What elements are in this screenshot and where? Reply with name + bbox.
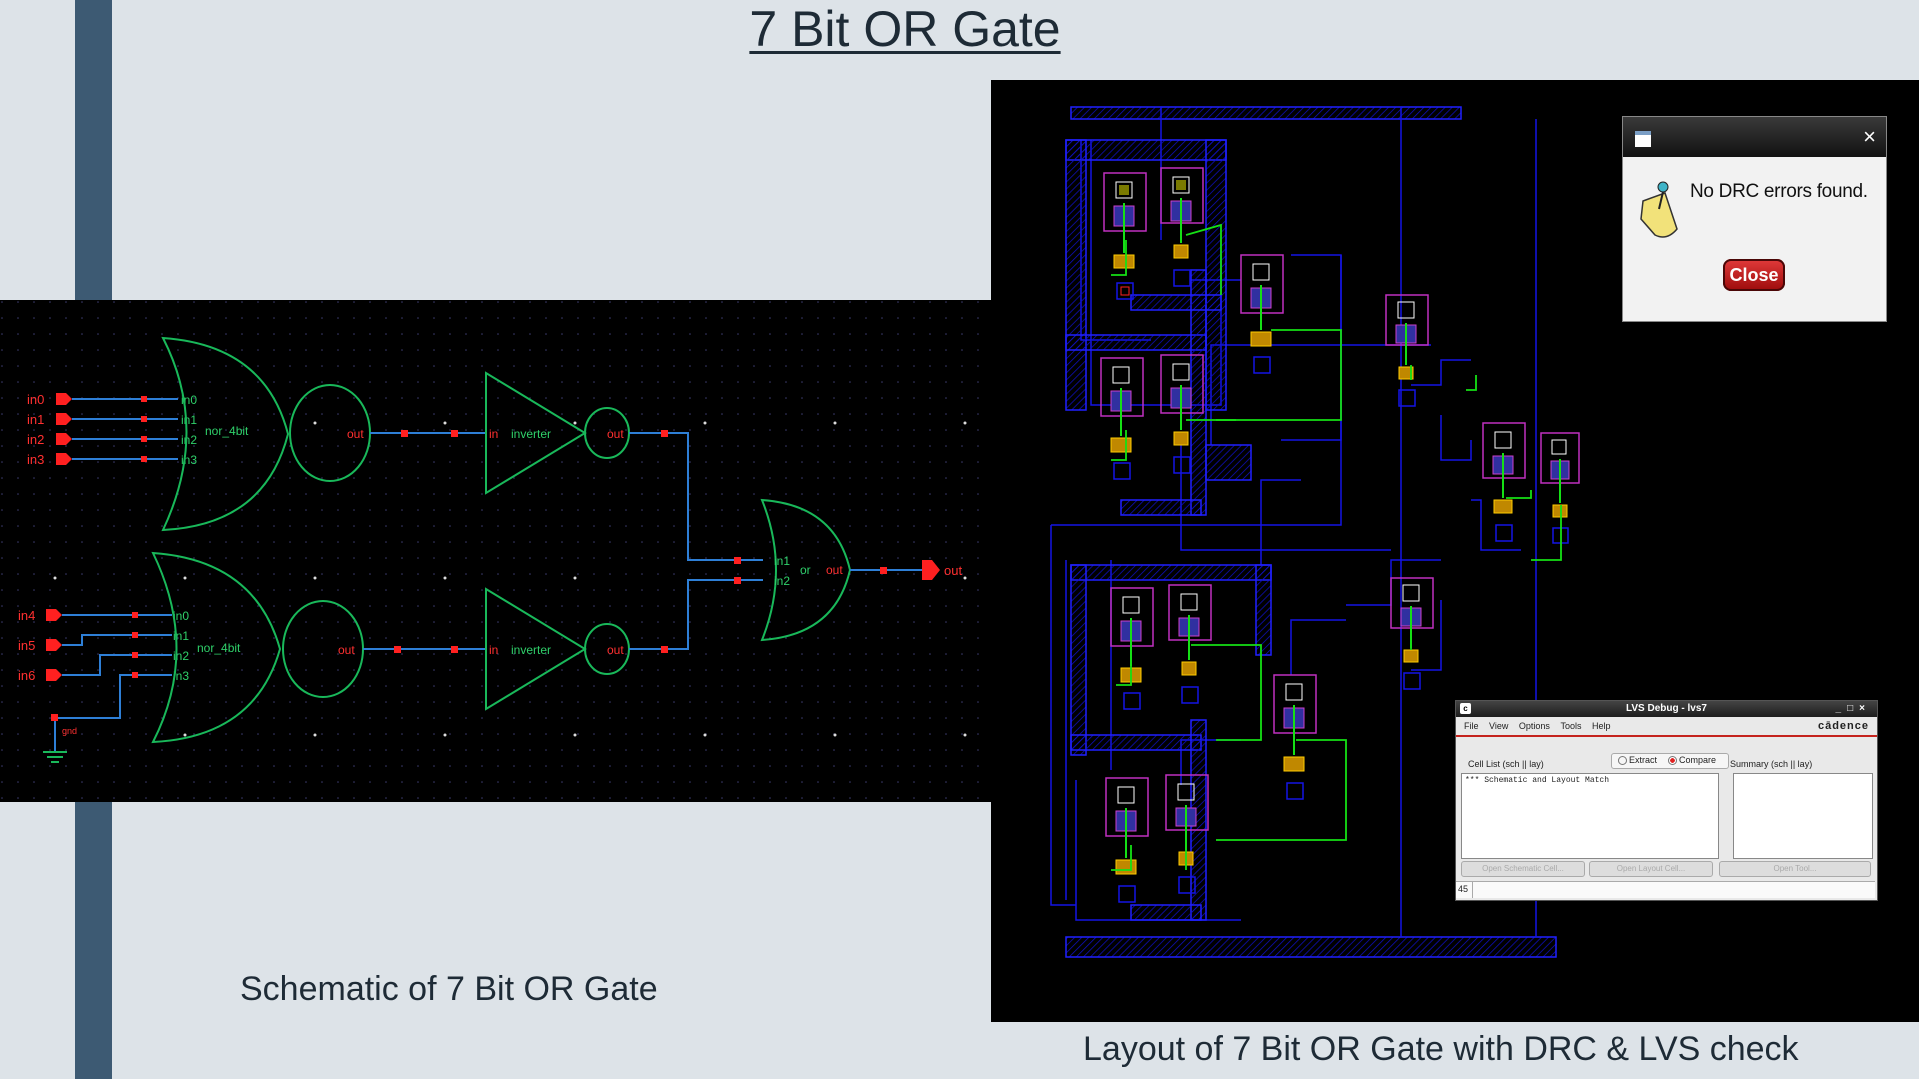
pin-marker [451, 430, 458, 437]
pin-marker [661, 646, 668, 653]
or-label: or [800, 563, 811, 577]
or-pin-in2: in2 [774, 574, 790, 588]
schematic-canvas: in0 in1 in2 in3 in0 in1 in2 in3 nor_4bit… [0, 300, 991, 802]
lvs-window-title: LVS Debug - lvs7 [1626, 703, 1707, 714]
output-label: out [944, 563, 962, 578]
cadence-logo: cādence [1817, 720, 1869, 732]
bubble-top-out-label: out [347, 427, 364, 441]
cadence-app-icon: c [1460, 703, 1471, 714]
inverter-bottom-label: inverter [511, 643, 551, 657]
bottom-input-pin-markers [51, 612, 138, 721]
status-divider [1472, 882, 1473, 898]
input-label-in3: in3 [27, 452, 44, 467]
close-icon[interactable]: × [1863, 124, 1876, 149]
note-pin-icon [1640, 181, 1678, 238]
summary-label: Summary (sch || lay) [1730, 759, 1813, 769]
nor-gate-bottom [151, 551, 282, 744]
poly-routing [1111, 223, 1562, 871]
radio-extract-label: Extract [1629, 755, 1658, 765]
inverter-bottom-out-label: out [607, 643, 624, 657]
open-layout-cell-button[interactable]: Open Layout Cell... [1589, 861, 1713, 877]
inverter-top [485, 371, 587, 495]
top-input-wires [72, 398, 178, 460]
open-schematic-cell-button[interactable]: Open Schematic Cell... [1461, 861, 1585, 877]
grid-markers [53, 421, 967, 737]
status-bar: 45 [1456, 881, 1875, 898]
open-tool-button[interactable]: Open Tool... [1719, 861, 1871, 877]
radio-compare-icon[interactable] [1668, 756, 1677, 765]
lvs-result-text: *** Schematic and Layout Match [1465, 776, 1610, 785]
inverter-top-label: inverter [511, 427, 551, 441]
inverter-top-in-label: in [489, 427, 498, 441]
lvs-debug-window: c LVS Debug - lvs7 _□× File View Options… [1455, 700, 1878, 901]
ground-symbol [43, 751, 67, 763]
input-label-in0: in0 [27, 392, 44, 407]
menu-file[interactable]: File [1464, 721, 1479, 731]
input-label-in5: in5 [18, 638, 35, 653]
well-regions [1065, 139, 1272, 921]
gnd-rail [1065, 936, 1557, 958]
wire-to-or-in1 [629, 432, 763, 561]
close-button[interactable]: Close [1723, 259, 1785, 291]
drc-message: No DRC errors found. [1690, 181, 1868, 202]
bottom-input-ports [46, 609, 62, 681]
window-icon [1635, 131, 1651, 147]
nor-bottom-pin-in3: in3 [173, 669, 189, 683]
menu-view[interactable]: View [1489, 721, 1509, 731]
input-label-in1: in1 [27, 412, 44, 427]
status-line-number: 45 [1458, 884, 1469, 894]
radio-extract-icon[interactable] [1618, 756, 1627, 765]
inverter-top-out-label: out [607, 427, 624, 441]
pin-marker [401, 430, 408, 437]
gnd-label: gnd [62, 726, 77, 736]
radio-compare-label: Compare [1679, 755, 1717, 765]
inverter-bottom [485, 587, 587, 711]
drc-dialog-titlebar: × [1623, 117, 1886, 157]
drc-dialog: × No DRC errors found. Close [1622, 116, 1887, 322]
window-controls-icon[interactable]: _□× [1835, 703, 1871, 714]
vdd-rail [1070, 106, 1462, 120]
nor-top-label: nor_4bit [205, 424, 249, 438]
nor-bottom-pin-in0: in0 [173, 609, 189, 623]
top-input-ports [56, 393, 72, 465]
layout-caption: Layout of 7 Bit OR Gate with DRC & LVS c… [1083, 1030, 1799, 1068]
bubble-bottom-out-label: out [338, 643, 355, 657]
mode-selector: Extract Compare [1611, 753, 1729, 769]
or-out-label: out [826, 563, 843, 577]
wire-to-or-in2 [629, 579, 763, 650]
grid-dots [0, 300, 991, 802]
input-label-in6: in6 [18, 668, 35, 683]
lvs-menubar: File View Options Tools Help cādence [1456, 717, 1877, 737]
cell-list-box[interactable]: *** Schematic and Layout Match [1461, 773, 1719, 859]
summary-box[interactable] [1733, 773, 1873, 859]
menu-help[interactable]: Help [1591, 721, 1611, 731]
top-input-pin-markers [141, 396, 147, 462]
nor-gate-top [161, 336, 290, 532]
schematic-caption: Schematic of 7 Bit OR Gate [240, 970, 658, 1008]
nor-top-pin-in2: in2 [181, 433, 197, 447]
lvs-titlebar: c LVS Debug - lvs7 _□× [1456, 701, 1877, 717]
pin-marker [734, 557, 741, 564]
menu-options[interactable]: Options [1518, 721, 1550, 731]
pin-marker [394, 646, 401, 653]
output-port [922, 560, 940, 580]
layout-canvas [1050, 106, 1580, 958]
slide-title: 7 Bit OR Gate [749, 1, 1061, 57]
nor-bottom-label: nor_4bit [197, 641, 241, 655]
cell-list-label: Cell List (sch || lay) [1468, 759, 1544, 769]
pin-marker [734, 577, 741, 584]
nor-top-pin-in1: in1 [181, 413, 197, 427]
or-gate [760, 498, 852, 642]
or-pin-in1: in1 [774, 554, 790, 568]
menu-tools[interactable]: Tools [1560, 721, 1582, 731]
pin-marker [661, 430, 668, 437]
input-label-in4: in4 [18, 608, 35, 623]
schematic-panel: in0 in1 in2 in3 in0 in1 in2 in3 nor_4bit… [0, 300, 991, 802]
inverter-bottom-in-label: in [489, 643, 498, 657]
input-label-in2: in2 [27, 432, 44, 447]
pin-marker [880, 567, 887, 574]
pin-marker [451, 646, 458, 653]
